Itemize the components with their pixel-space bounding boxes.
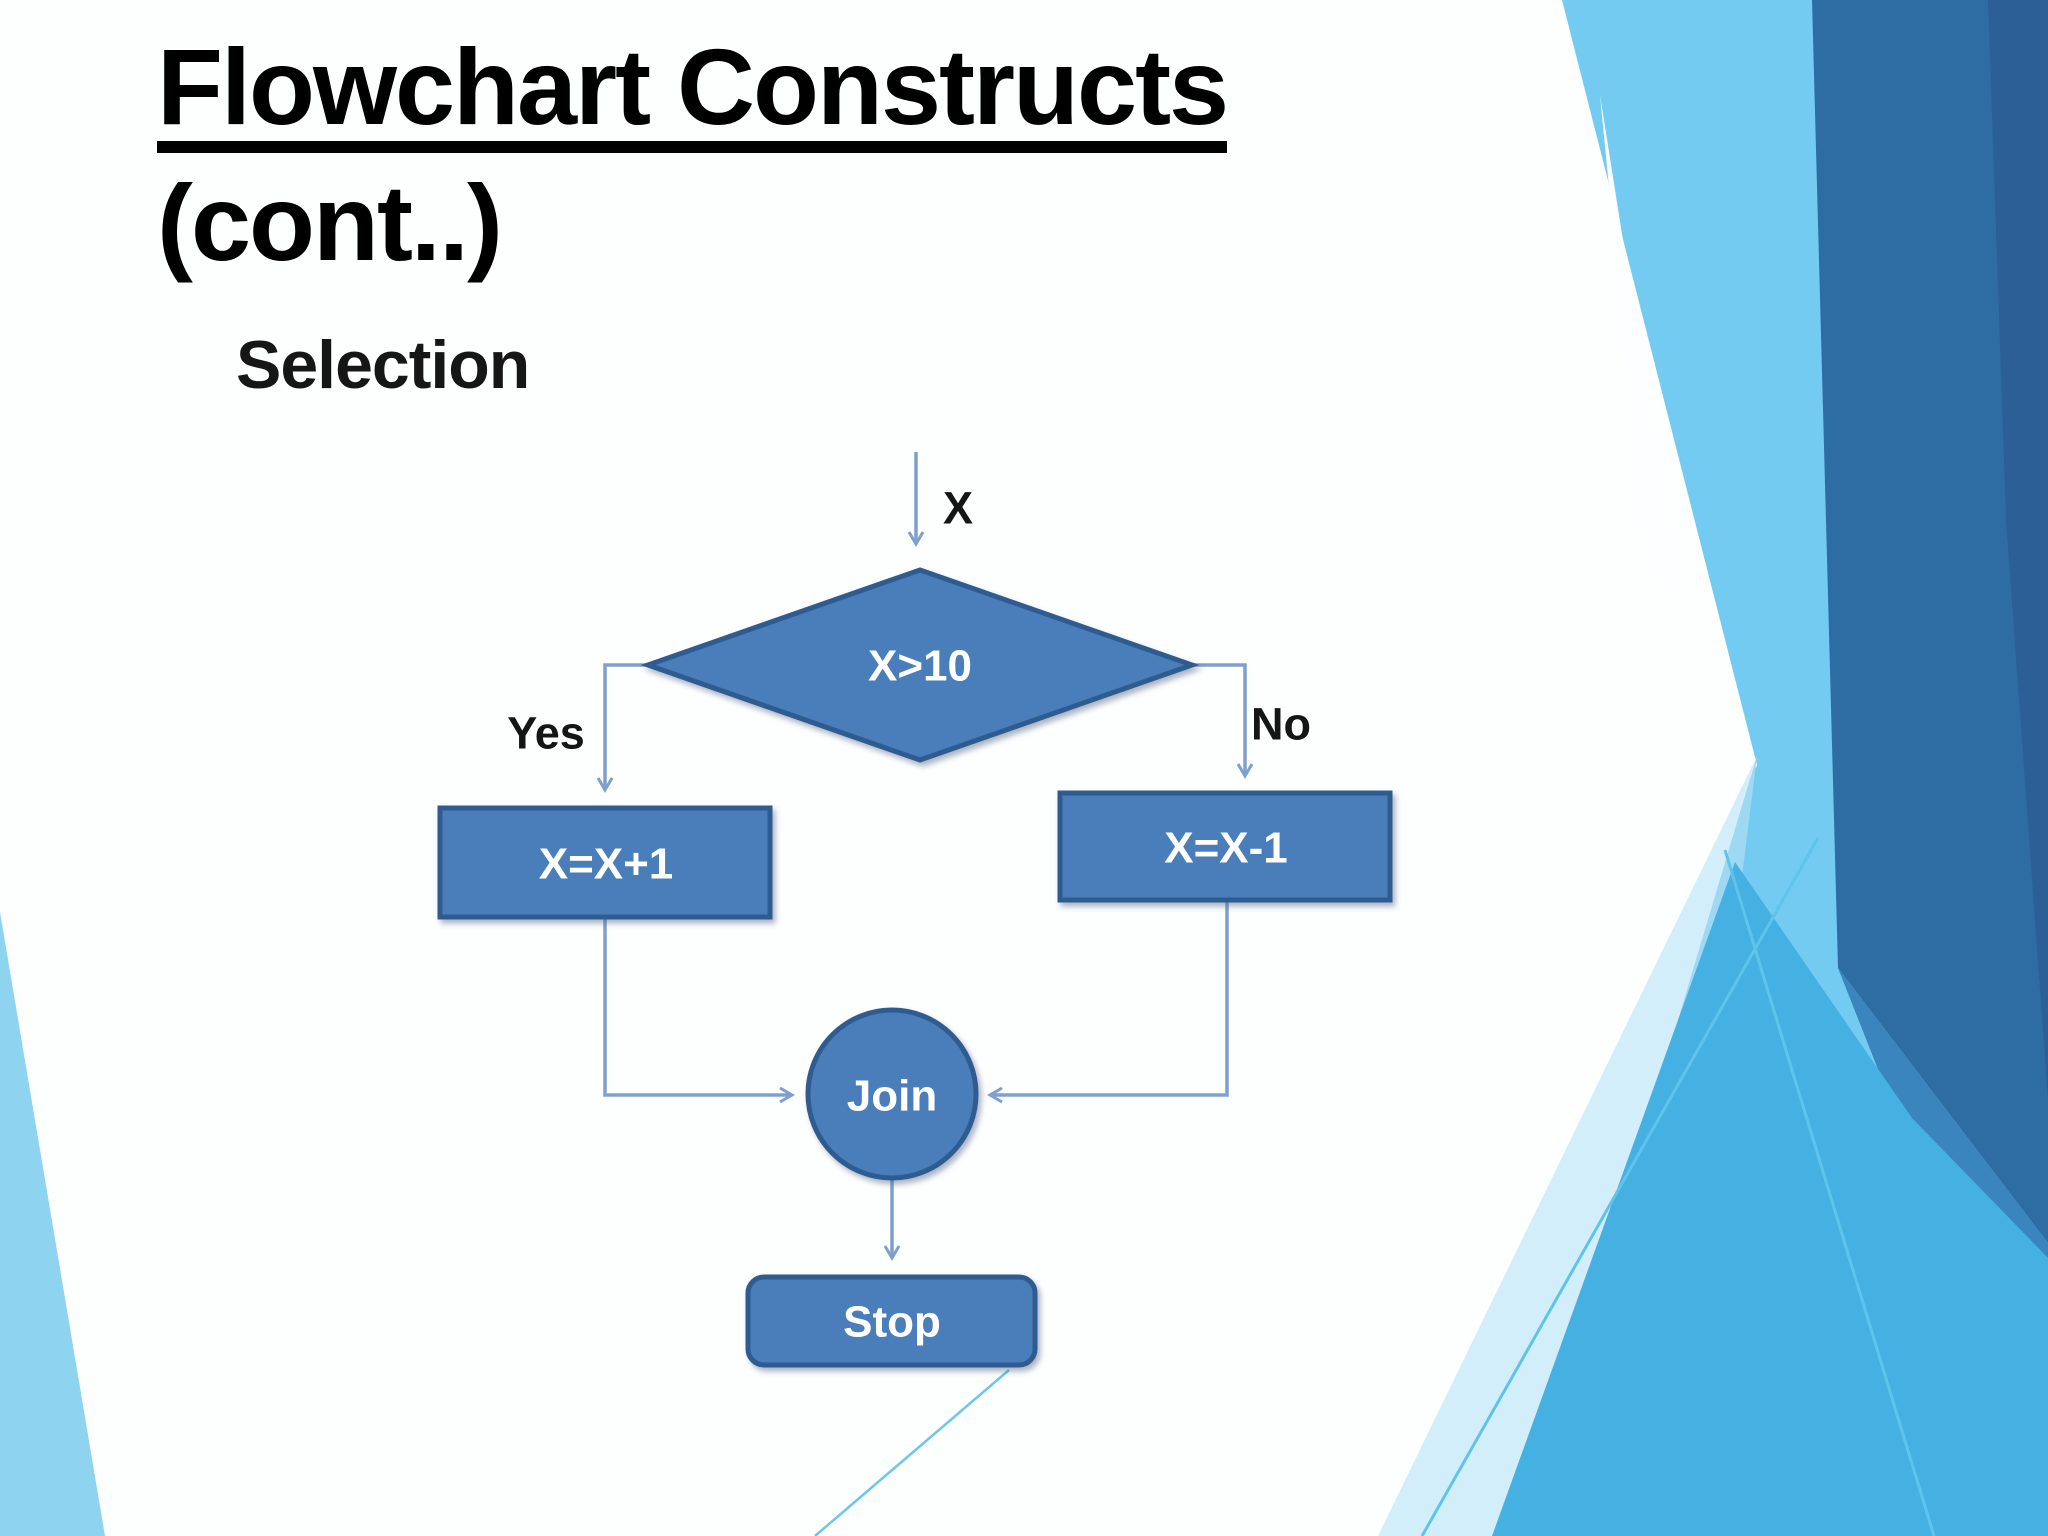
bg-white-sliver xyxy=(1600,95,1678,588)
connector-decision-to-no-branch xyxy=(1192,663,1254,779)
join-text: Join xyxy=(847,1072,937,1121)
no-branch-label: No xyxy=(1251,699,1311,750)
bg-diagonal-line-2 xyxy=(1723,849,1936,1536)
bg-medium-wedge xyxy=(1492,862,2048,1536)
bg-corner-triangle xyxy=(0,912,105,1536)
process-box-no xyxy=(1057,790,1393,903)
decision-text: X>10 xyxy=(868,642,972,691)
section-label: Selection xyxy=(236,327,530,403)
connector-yes-process-to-join xyxy=(603,917,795,1104)
bg-dark-wedge xyxy=(1812,0,2048,1243)
bg-pale-fan-outer xyxy=(1378,756,1757,1536)
yes-branch-label: Yes xyxy=(507,708,585,759)
title-block: Flowchart Constructs (cont..) xyxy=(157,33,1229,283)
bg-diagonal-line-1 xyxy=(1420,837,1820,1536)
page-title-continued: (cont..) xyxy=(157,161,503,283)
decision-diamond xyxy=(640,567,1200,763)
connector-decision-to-yes-branch xyxy=(596,663,648,793)
connector-no-process-to-join xyxy=(987,900,1229,1104)
process-box-yes xyxy=(437,805,773,920)
bg-dark-edge-band xyxy=(1988,0,2048,1100)
process-yes-text: X=X+1 xyxy=(539,840,674,889)
page-title: Flowchart Constructs xyxy=(157,33,1229,153)
join-circle xyxy=(805,1007,979,1181)
stop-terminator xyxy=(745,1274,1038,1368)
process-no-text: X=X-1 xyxy=(1164,824,1288,873)
stop-text: Stop xyxy=(843,1298,941,1347)
input-variable-label: X xyxy=(943,483,973,534)
bg-diagonal-line-3 xyxy=(814,1369,1010,1536)
